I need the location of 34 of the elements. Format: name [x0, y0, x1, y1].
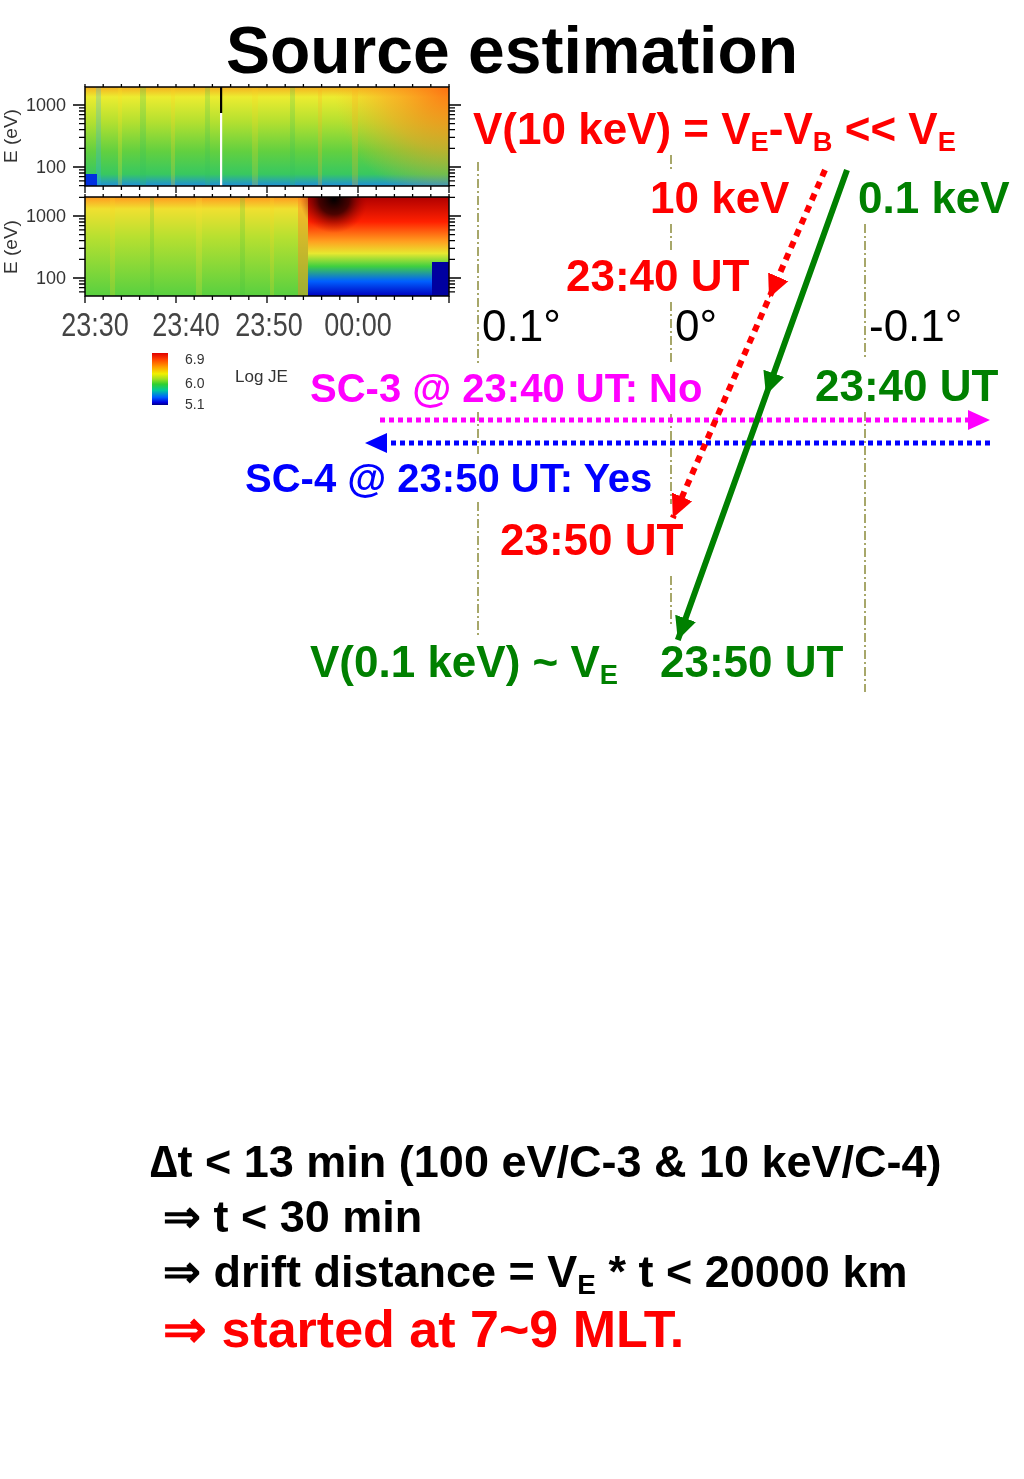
tick-label: 1000 — [25, 207, 66, 225]
result-text: ⇒ drift distance = V$_{E}$ * t < 20000 km — [163, 1249, 908, 1294]
time-label: 23:40 UT — [566, 254, 750, 298]
energy-label: 0.1 keV — [858, 176, 1010, 220]
tick-label: 23:40 — [152, 308, 220, 343]
observation-label: SC-3 @ 23:40 UT: No — [310, 368, 703, 408]
tick-label: 23:30 — [61, 308, 129, 343]
title: Source estimation — [225, 17, 799, 83]
axis-title: E (eV) — [0, 220, 20, 274]
tick-label: 23:50 — [235, 308, 303, 343]
arrow — [674, 169, 850, 641]
tick-label: 00:00 — [324, 308, 392, 343]
scale-label: 6.9 — [185, 352, 205, 366]
time-label: 23:50 UT — [500, 518, 686, 562]
energy-label: 10 keV — [650, 176, 790, 220]
conclusion-text: ⇒ started at 7~9 MLT. — [163, 1303, 685, 1355]
angle-label: 0° — [675, 304, 718, 348]
arrow — [670, 168, 828, 520]
tick-label: 100 — [35, 158, 66, 176]
angle-label: -0.1° — [869, 304, 963, 348]
observation-label: SC-4 @ 23:50 UT: Yes — [245, 458, 653, 498]
angle-label: 0.1° — [482, 304, 561, 348]
time-label: 23:40 UT — [815, 364, 999, 408]
result-text: ∆t < 13 min (100 eV/C-3 & 10 keV/C-4) — [150, 1139, 942, 1184]
axis-title: E (eV) — [0, 109, 20, 163]
equation-text: V(10 keV) = V$_{E}$-V$_{B}$ << V$_{E}$ — [473, 107, 956, 151]
result-text: ⇒ t < 30 min — [163, 1194, 423, 1239]
scale-label: 6.0 — [185, 376, 205, 390]
time-label: 23:50 UT — [660, 640, 846, 684]
scale-label: 5.1 — [185, 397, 205, 411]
scale-title: Log JE — [235, 368, 288, 385]
tick-label: 100 — [35, 269, 66, 287]
equation-text: V(0.1 keV) ~ V$_{E}$ — [310, 640, 618, 684]
tick-label: 1000 — [25, 96, 66, 114]
